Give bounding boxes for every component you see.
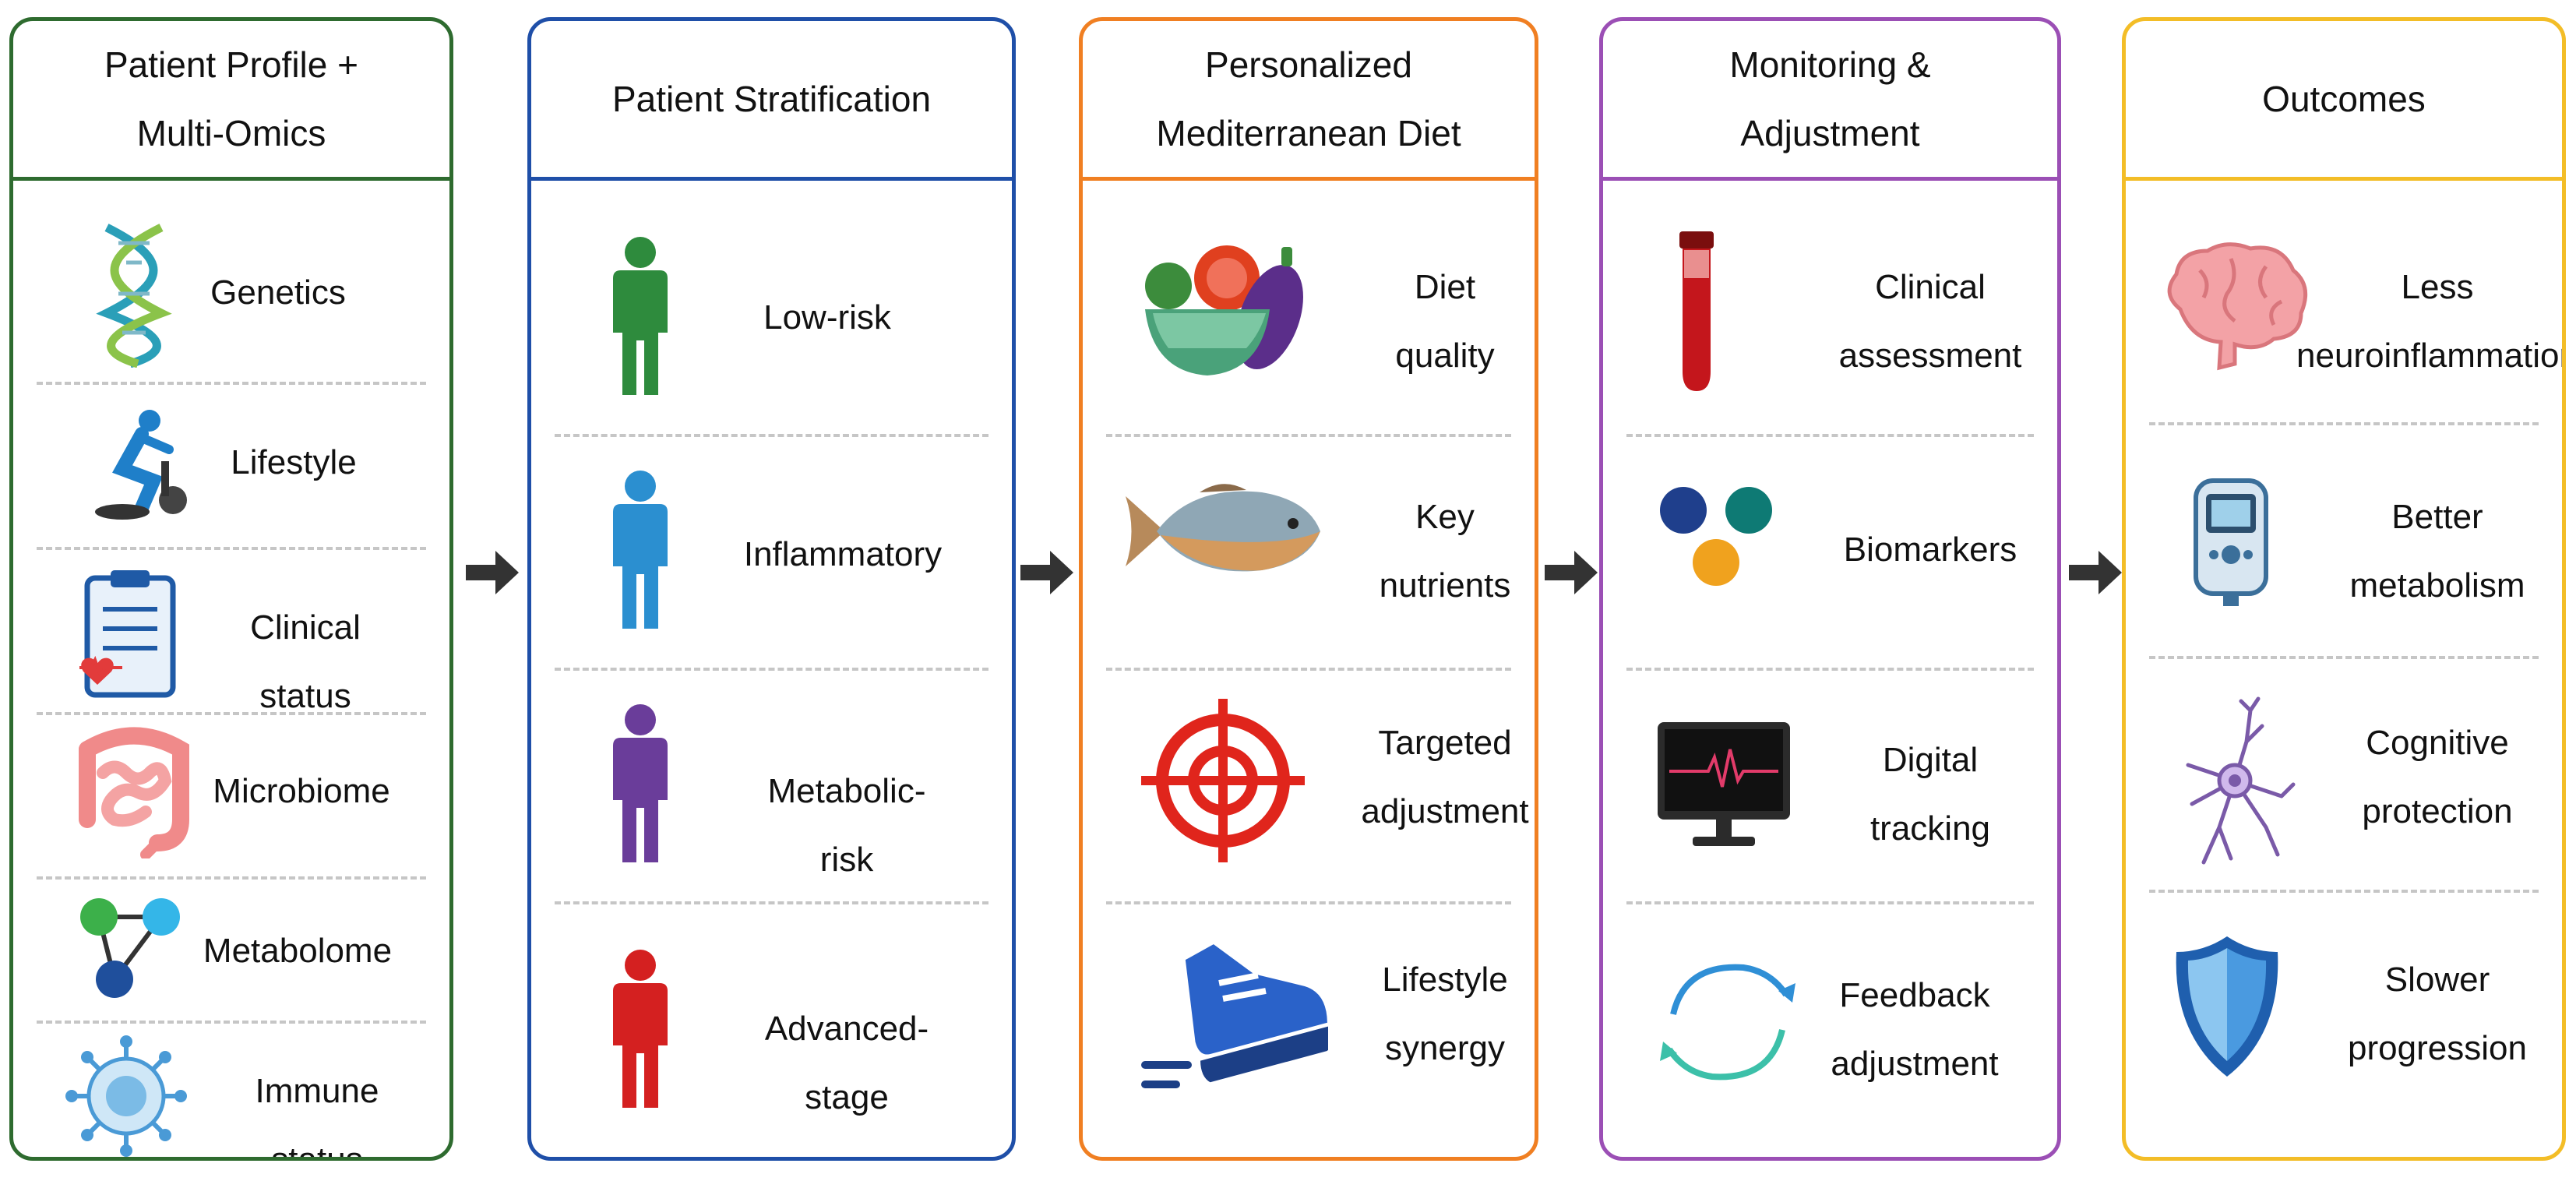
item-label-cognitive-protection: Cognitive protection xyxy=(2362,724,2513,830)
item-label-better-metabolism: Better metabolism xyxy=(2349,498,2525,605)
divider xyxy=(37,382,426,385)
column-header: Personalized Mediterranean Diet xyxy=(1083,21,1535,181)
item-label-immune-status: Immune status xyxy=(255,1072,379,1161)
cycle-arrows-icon xyxy=(1660,964,1795,1081)
item-label-microbiome: Microbiome xyxy=(213,772,390,810)
column-title: Personalized Mediterranean Diet xyxy=(1156,44,1461,153)
item-label-diet-quality: Diet quality xyxy=(1395,268,1495,375)
column-header: Outcomes xyxy=(2126,21,2562,181)
divider xyxy=(2149,890,2539,893)
column-outcomes: Outcomes Less neuroinflammation Better m… xyxy=(2122,17,2566,1161)
divider xyxy=(555,668,988,671)
column-title: Patient Stratification xyxy=(611,79,932,119)
item-label-low-risk: Low-risk xyxy=(763,298,891,337)
arrow-right-icon xyxy=(1020,551,1073,594)
column-header: Monitoring & Adjustment xyxy=(1603,21,2057,181)
item-list: Genetics Lifestyle Clinical status xyxy=(13,181,449,1157)
column-title: Patient Profile + Multi-Omics xyxy=(104,44,359,153)
item-label-clinical-assessment: Clinical assessment xyxy=(1838,268,2022,375)
monitor-icon xyxy=(1658,722,1790,846)
item-list: Less neuroinflammation Better metabolism… xyxy=(2126,181,2562,1157)
divider xyxy=(2149,422,2539,425)
person-icon-blue xyxy=(613,471,668,629)
item-label-genetics: Genetics xyxy=(210,273,346,312)
item-label-targeted-adjustment: Targeted adjustment xyxy=(1361,724,1529,830)
item-label-feedback-adjustment: Feedback adjustment xyxy=(1831,976,1999,1083)
divider xyxy=(37,547,426,550)
item-label-slower-progression: Slower progression xyxy=(2348,961,2527,1067)
divider xyxy=(2149,656,2539,659)
column-title: Outcomes xyxy=(2262,79,2426,119)
divider xyxy=(1626,901,2034,904)
divider xyxy=(37,1021,426,1024)
person-icon-green xyxy=(613,237,668,395)
column-personalized-diet: Personalized Mediterranean Diet Diet qua… xyxy=(1079,17,1538,1161)
item-label-biomarkers: Biomarkers xyxy=(1843,531,2017,569)
brain-icon xyxy=(2167,242,2308,371)
item-label-digital-tracking: Digital tracking xyxy=(1869,741,1991,848)
fish-icon xyxy=(1126,484,1320,572)
item-label-clinical-status: Clinical status xyxy=(250,608,361,715)
biomarker-dots-icon xyxy=(1660,487,1772,586)
dna-icon xyxy=(96,224,172,368)
divider xyxy=(37,712,426,715)
divider xyxy=(1626,668,2034,671)
item-label-less-neuroinflammation: Less neuroinflammation xyxy=(2296,268,2566,375)
item-label-lifestyle: Lifestyle xyxy=(231,443,357,481)
divider xyxy=(1626,434,2034,437)
item-label-advanced-stage: Advanced-stage xyxy=(764,1010,929,1116)
arrow-right-icon xyxy=(466,551,519,594)
running-shoe-icon xyxy=(1141,944,1328,1088)
item-list: Clinical assessment Biomarkers Digital t… xyxy=(1603,181,2057,1157)
column-title: Monitoring & Adjustment xyxy=(1729,44,1931,153)
divider xyxy=(1106,668,1511,671)
food-bowl-icon xyxy=(1145,245,1303,375)
divider xyxy=(37,876,426,880)
arrow-right-icon xyxy=(2069,551,2122,594)
column-patient-stratification: Patient Stratification Low-risk Inflamma… xyxy=(527,17,1016,1161)
immune-cell-icon xyxy=(65,1035,187,1157)
item-list: Low-risk Inflammatory Metabolic-risk Adv… xyxy=(531,181,1012,1157)
divider xyxy=(1106,901,1511,904)
item-label-key-nutrients: Key nutrients xyxy=(1379,498,1511,605)
column-header: Patient Profile + Multi-Omics xyxy=(13,21,449,181)
arrow-right-icon xyxy=(1545,551,1598,594)
item-label-inflammatory: Inflammatory xyxy=(743,535,943,573)
clipboard-icon xyxy=(79,570,176,698)
person-icon-red xyxy=(613,950,668,1108)
test-tube-icon xyxy=(1679,231,1714,391)
item-label-metabolome: Metabolome xyxy=(203,932,393,970)
glucose-meter-icon xyxy=(2194,478,2268,606)
intestine-icon xyxy=(79,727,189,858)
divider xyxy=(555,434,988,437)
divider xyxy=(1106,434,1511,437)
target-icon xyxy=(1141,699,1305,862)
column-header: Patient Stratification xyxy=(531,21,1012,181)
item-list: Diet quality Key nutrients Targeted adju… xyxy=(1083,181,1535,1157)
neuron-icon xyxy=(2186,696,2296,865)
shield-icon xyxy=(2176,936,2278,1077)
column-monitoring-adjustment: Monitoring & Adjustment Clinical assessm… xyxy=(1599,17,2061,1161)
molecule-icon xyxy=(80,898,180,998)
item-label-lifestyle-synergy: Lifestyle synergy xyxy=(1382,961,1508,1067)
column-patient-profile: Patient Profile + Multi-Omics Genetics L… xyxy=(9,17,453,1161)
exercise-bike-icon xyxy=(95,410,187,520)
divider xyxy=(555,901,988,904)
person-icon-purple xyxy=(613,704,668,862)
item-label-metabolic-risk: Metabolic-risk xyxy=(767,772,926,879)
